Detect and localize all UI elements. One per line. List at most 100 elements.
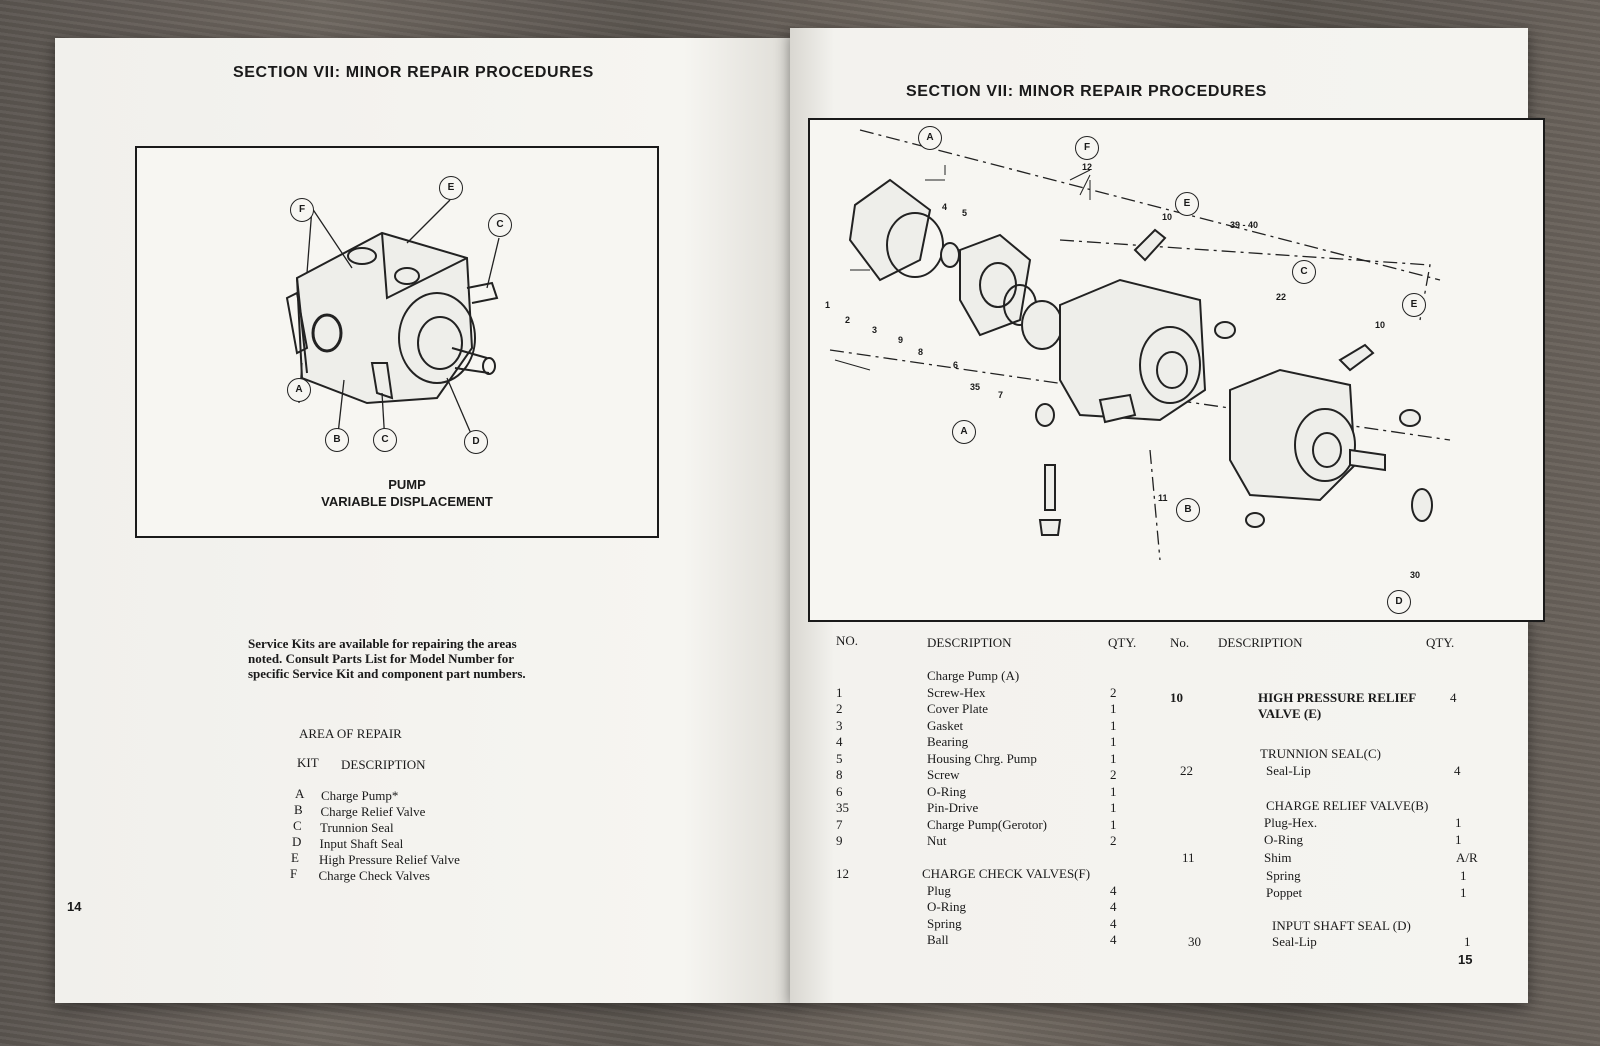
part-number: 3 — [872, 325, 878, 335]
row-description: O-Ring — [927, 899, 966, 914]
row-no: 3 — [836, 718, 843, 733]
row-description: Screw — [927, 767, 960, 782]
row-qty: 1 — [1110, 817, 1117, 832]
kit-letter: D — [292, 834, 302, 849]
row-description: Spring — [927, 916, 962, 931]
row-description: O-Ring — [1264, 832, 1303, 847]
row-qty: 1 — [1460, 868, 1467, 883]
part-number: 2 — [845, 315, 851, 325]
row-description: Nut — [927, 833, 947, 848]
row-qty: 4 — [1110, 899, 1117, 914]
right-page: SECTION VII: MINOR REPAIR PROCEDURES — [790, 28, 1545, 1003]
callout-a-lower: A — [952, 420, 976, 444]
header-no: No. — [1170, 635, 1190, 650]
left-page: SECTION VII: MINOR REPAIR PROCEDURES — [55, 38, 795, 1003]
row-no: 6 — [836, 784, 843, 799]
row-qty: 4 — [1454, 763, 1461, 778]
part-number: 6 — [953, 360, 959, 370]
kit-header: KIT — [297, 755, 319, 770]
row-description: Poppet — [1266, 885, 1303, 900]
row-qty: 2 — [1110, 767, 1117, 782]
row-description: O-Ring — [927, 784, 966, 799]
row-no: 4 — [836, 734, 843, 749]
header-description: DESCRIPTION — [927, 635, 1012, 650]
callout-f: F — [1075, 136, 1099, 160]
callout-d: D — [1387, 590, 1411, 614]
row-no: 5 — [836, 751, 843, 766]
row-description: Charge Pump(Gerotor) — [927, 817, 1047, 832]
row-description: Spring — [1266, 868, 1301, 883]
part-number: 8 — [918, 347, 924, 357]
row-description: Seal-Lip — [1272, 934, 1317, 949]
row-description: Ball — [927, 932, 949, 947]
part-number: 22 — [1276, 292, 1287, 302]
kit-letter: A — [295, 786, 305, 801]
callout-b: B — [325, 428, 349, 452]
row-qty: 1 — [1110, 784, 1117, 799]
row-description: Screw-Hex — [927, 685, 986, 700]
figure-caption: PUMP VARIABLE DISPLACEMENT — [297, 476, 517, 510]
kit-description: Input Shaft Seal — [319, 836, 404, 851]
part-number: 1 — [825, 300, 831, 310]
row-description: Seal-Lip — [1266, 763, 1311, 778]
area-of-repair-title: AREA OF REPAIR — [299, 726, 402, 741]
part-number: 10 — [1375, 320, 1386, 330]
callout-b: B — [1176, 498, 1200, 522]
part-number: 30 — [1410, 570, 1421, 580]
row-no: 30 — [1188, 934, 1201, 949]
row-qty: 1 — [1455, 815, 1462, 830]
description-header: DESCRIPTION — [341, 757, 426, 772]
caption-line-2: VARIABLE DISPLACEMENT — [321, 494, 493, 509]
part-number: 7 — [998, 390, 1004, 400]
row-description: Housing Chrg. Pump — [927, 751, 1037, 766]
part-number: 11 — [1158, 493, 1168, 503]
header-qty: QTY. — [1108, 635, 1137, 650]
row-qty: 1 — [1110, 734, 1117, 749]
row-description: TRUNNION SEAL(C) — [1260, 746, 1381, 761]
part-number: 4 — [942, 202, 948, 212]
header-qty: QTY. — [1426, 635, 1455, 650]
row-no: 10 — [1170, 690, 1183, 705]
part-number: 5 — [962, 208, 968, 218]
row-qty: 2 — [1110, 833, 1117, 848]
row-qty: 1 — [1110, 701, 1117, 716]
kit-description: High Pressure Relief Valve — [319, 852, 460, 867]
row-description: Shim — [1264, 850, 1292, 865]
row-qty: 1 — [1460, 885, 1467, 900]
kit-description: Trunnion Seal — [320, 820, 394, 835]
section-title: SECTION VII: MINOR REPAIR PROCEDURES — [233, 64, 594, 81]
row-description: VALVE (E) — [1258, 706, 1322, 721]
row-qty: 2 — [1110, 685, 1117, 700]
row-description: INPUT SHAFT SEAL (D) — [1272, 918, 1411, 933]
header-description: DESCRIPTION — [1218, 635, 1303, 650]
row-no: 9 — [836, 833, 843, 848]
part-number: 39 - 40 — [1230, 220, 1259, 230]
row-no: 2 — [836, 701, 843, 716]
page-number: 14 — [67, 899, 82, 914]
row-no: 22 — [1180, 763, 1193, 778]
exploded-view-figure: A F E C E A B D 12 4 5 10 39 - 40 22 10 … — [808, 118, 1545, 622]
note-line: noted. Consult Parts List for Model Numb… — [248, 651, 515, 666]
row-description: Pin-Drive — [927, 800, 979, 815]
kit-letter: C — [293, 818, 302, 833]
kit-letter: E — [291, 850, 299, 865]
callout-c-lower: C — [373, 428, 397, 452]
callout-e-right: E — [1402, 293, 1426, 317]
row-no: 11 — [1182, 850, 1195, 865]
row-description: Gasket — [927, 718, 964, 733]
callout-a: A — [287, 378, 311, 402]
kit-description: Charge Relief Valve — [320, 804, 426, 819]
part-number: 10 — [1162, 212, 1173, 222]
kit-letter: B — [294, 802, 303, 817]
section-title: SECTION VII: MINOR REPAIR PROCEDURES — [906, 83, 1267, 100]
part-number: 12 — [1082, 162, 1093, 172]
row-description: HIGH PRESSURE RELIEF — [1258, 690, 1417, 705]
row-qty: 1 — [1455, 832, 1462, 847]
page-number: 15 — [1458, 952, 1473, 967]
service-kit-note: Service Kits are available for repairing… — [248, 636, 526, 681]
row-no: 12 — [836, 866, 849, 881]
kit-letter: F — [290, 866, 298, 881]
exploded-view-illustration — [829, 129, 1451, 561]
callout-d: D — [464, 430, 488, 454]
row-description: CHARGE CHECK VALVES(F) — [922, 866, 1091, 881]
